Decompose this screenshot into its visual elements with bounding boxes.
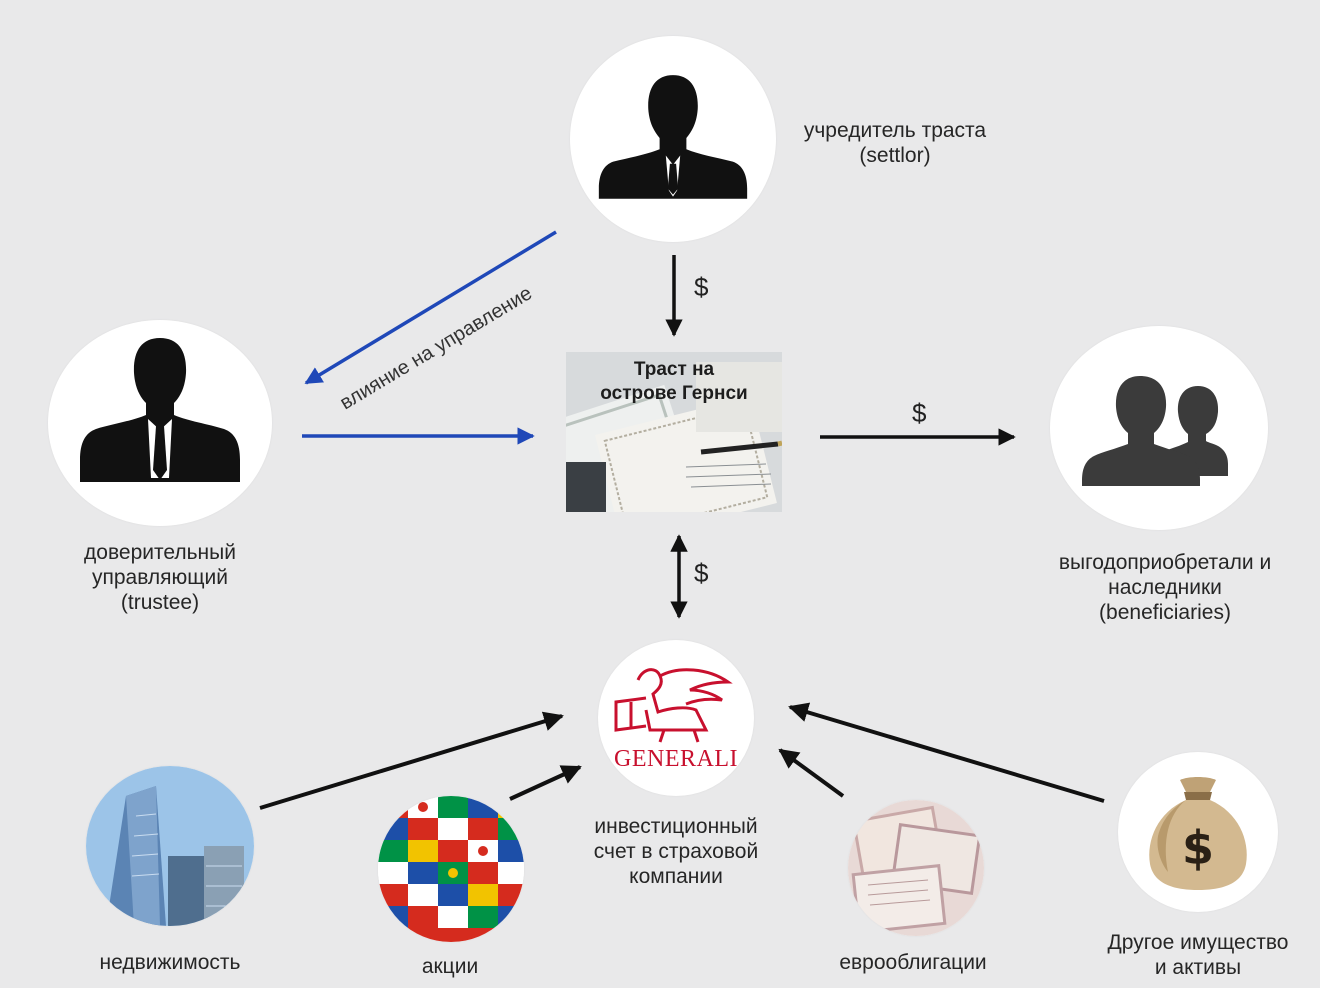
edge-label-trust-beneficiaries: $ xyxy=(912,398,927,428)
beneficiaries-node xyxy=(1050,326,1268,530)
other-assets-label-line-1: Другое имущество xyxy=(1107,931,1289,954)
eurobonds-label-text: еврооблигации xyxy=(839,951,987,974)
beneficiaries-label: выгодоприобретали и наследники (benefici… xyxy=(1036,550,1294,625)
generali-logo-text: GENERALI xyxy=(614,746,738,772)
arrow-real-estate-to-account xyxy=(259,711,564,810)
settlor-label: учредитель траста (settlor) xyxy=(782,118,1008,168)
trust-title: Траст на острове Гернси xyxy=(566,358,782,406)
generali-logo-icon: GENERALI xyxy=(614,668,738,772)
bond-certificates-image xyxy=(848,800,984,936)
trustee-label: доверительный управляющий (trustee) xyxy=(48,540,272,615)
other-assets-label: Другое имущество и активы xyxy=(1080,930,1316,980)
stocks-label-text: акции xyxy=(421,955,479,978)
edge-label-trust-account: $ xyxy=(694,558,709,588)
stocks-label: акции xyxy=(390,954,510,979)
account-label-line-3: компании xyxy=(629,865,723,888)
real-estate-label-text: недвижимость xyxy=(99,951,241,974)
trust-node: Траст на острове Гернси xyxy=(566,352,782,512)
account-node: GENERALI xyxy=(598,640,754,796)
eurobonds-label: еврооблигации xyxy=(810,950,1016,975)
edge-label-settlor-trust: $ xyxy=(694,272,709,302)
beneficiaries-label-line-3: (beneficiaries) xyxy=(1099,601,1231,624)
settlor-label-line-1: учредитель траста xyxy=(803,119,987,142)
trust-title-line-2: острове Гернси xyxy=(600,383,748,404)
beneficiaries-label-line-2: наследники xyxy=(1108,576,1222,599)
money-bag-dollar: $ xyxy=(1182,821,1214,875)
skyscrapers-image xyxy=(86,766,254,926)
real-estate-node xyxy=(86,766,254,926)
edge-label-influence: влияние на управление xyxy=(336,282,536,414)
account-label-line-2: счет в страховой xyxy=(593,840,759,863)
arrow-other-assets-to-account xyxy=(788,702,1105,803)
trust-title-line-1: Траст на xyxy=(633,359,715,380)
account-label: инвестиционный счет в страховой компании xyxy=(566,814,786,889)
flags-globe-image xyxy=(378,796,524,942)
eurobonds-node xyxy=(848,800,984,936)
arrow-settlor-to-trustee xyxy=(304,230,557,385)
trust-documents-image xyxy=(566,352,782,512)
trustee-label-line-2: управляющий xyxy=(91,566,229,589)
real-estate-label: недвижимость xyxy=(70,950,270,975)
trustee-label-line-1: доверительный xyxy=(84,541,236,564)
businessman-suit-silhouette-icon xyxy=(80,338,240,482)
arrow-eurobonds-to-account xyxy=(778,748,845,798)
other-assets-label-line-2: и активы xyxy=(1154,956,1242,979)
stocks-node xyxy=(378,796,524,942)
businessman-silhouette-icon xyxy=(598,75,748,199)
account-label-line-1: инвестиционный xyxy=(594,815,758,838)
other-assets-node: $ xyxy=(1118,752,1278,912)
two-people-icon xyxy=(1082,376,1228,486)
settlor-node xyxy=(570,36,776,242)
money-bag-icon: $ xyxy=(1149,777,1247,890)
trustee-node xyxy=(48,320,272,526)
settlor-label-line-2: (settlor) xyxy=(859,144,931,167)
trustee-label-line-3: (trustee) xyxy=(120,591,200,614)
arrow-stocks-to-account xyxy=(509,765,582,801)
beneficiaries-label-line-1: выгодоприобретали и xyxy=(1058,551,1272,574)
